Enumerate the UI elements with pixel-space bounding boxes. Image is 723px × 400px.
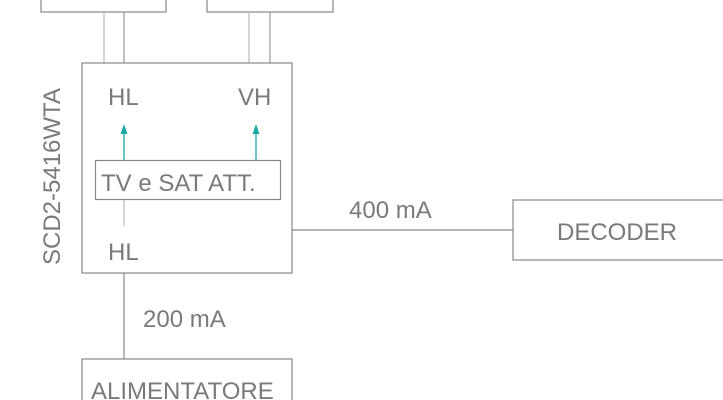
attenuator-label: TV e SAT ATT. xyxy=(101,170,256,197)
attenuator-box xyxy=(94,159,282,201)
power-current: 200 mA xyxy=(143,306,226,333)
top-left-box xyxy=(40,0,167,13)
power-supply-box xyxy=(81,358,293,400)
device-label: SCD2-5416WTA xyxy=(39,88,66,265)
decoder-label: DECODER xyxy=(557,219,677,246)
port-top-left: HL xyxy=(108,84,139,111)
port-top-right: VH xyxy=(238,84,271,111)
top-right-box xyxy=(206,0,334,13)
device-box xyxy=(81,62,293,274)
arrow-left-icon xyxy=(120,124,128,134)
port-bottom: HL xyxy=(108,239,139,266)
decoder-box xyxy=(512,199,723,261)
power-supply-label: ALIMENTATORE xyxy=(91,378,274,400)
decoder-current: 400 mA xyxy=(349,197,432,224)
arrow-right-icon xyxy=(252,124,260,134)
